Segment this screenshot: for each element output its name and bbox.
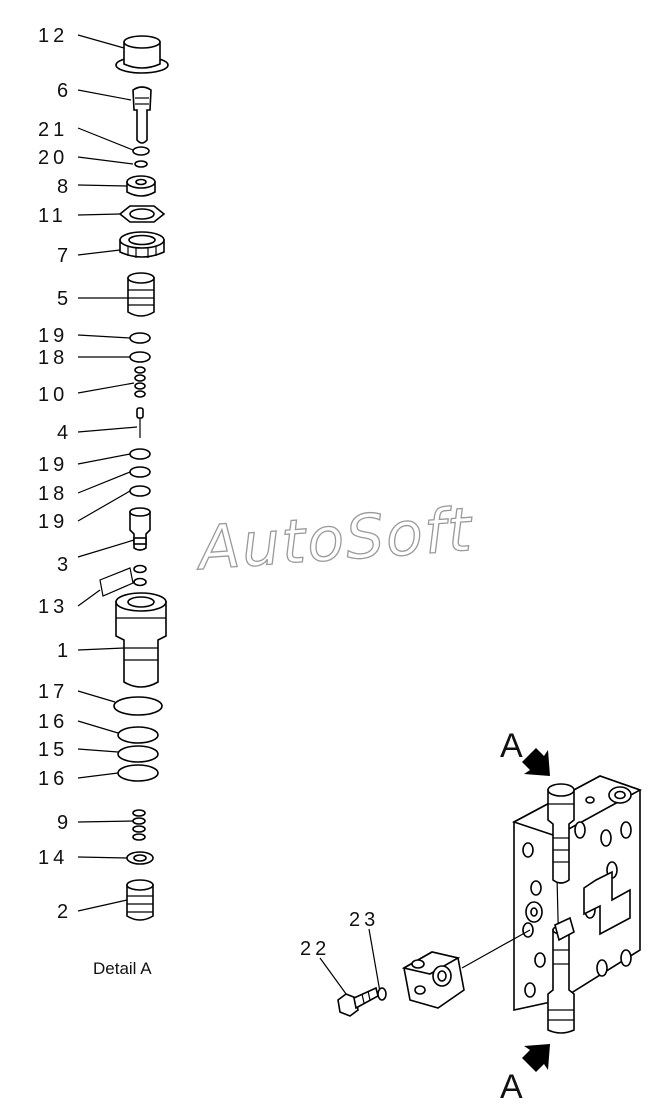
- part-12-cap: [115, 35, 169, 74]
- callout-18: 18: [38, 483, 68, 505]
- callout-7: 7: [57, 245, 72, 267]
- part-2-plug: [126, 879, 154, 921]
- part-3-piston: [129, 507, 151, 551]
- part-7-locknut: [119, 231, 165, 258]
- arrow-a-bottom: A: [500, 1044, 550, 1106]
- part-23-oring: [377, 987, 387, 1001]
- callout-11: 11: [38, 205, 67, 227]
- callout-2: 2: [57, 901, 72, 923]
- part-21-ring: [132, 146, 150, 156]
- watermark: AutoSoft: [192, 495, 475, 584]
- callout-16: 16: [38, 711, 68, 733]
- callout-19: 19: [38, 454, 68, 476]
- callout-16: 16: [38, 768, 68, 790]
- part-13-ring-set: [99, 564, 147, 597]
- part-14-washer: [126, 851, 154, 865]
- part-4-pin: [136, 407, 144, 438]
- callout-9: 9: [57, 812, 72, 834]
- part-19-ring: [129, 485, 151, 497]
- part-16-ring: [117, 764, 159, 782]
- flange-adapter: [401, 951, 465, 1009]
- callout-4: 4: [57, 422, 72, 444]
- leader-lines: [77, 34, 381, 999]
- callout-14: 14: [38, 847, 68, 869]
- part-5-sleeve: [127, 272, 155, 317]
- callout-8: 8: [57, 176, 72, 198]
- part-8-nut: [126, 175, 156, 197]
- callout-10: 10: [38, 384, 68, 406]
- upper-cartridge: [547, 783, 575, 884]
- part-15-ring: [117, 745, 159, 763]
- callout-15: 15: [38, 739, 68, 761]
- part-19-ring: [129, 448, 151, 460]
- detail-caption: Detail A: [93, 959, 152, 978]
- callout-13: 13: [38, 596, 68, 618]
- exploded-stack: [99, 35, 169, 921]
- part-18-ring: [129, 466, 151, 478]
- callout-5: 5: [57, 288, 72, 310]
- part-9-spring: [132, 809, 146, 841]
- part-17-ring: [113, 696, 163, 716]
- arrow-a-top: A: [500, 727, 550, 776]
- part-16-ring: [117, 726, 159, 744]
- callout-19: 19: [38, 325, 68, 347]
- part-19-ring: [129, 332, 151, 344]
- callout-1: 1: [57, 640, 72, 662]
- part-11-plate: [118, 205, 166, 223]
- callout-21: 21: [38, 119, 68, 141]
- part-22-bolt: [337, 986, 379, 1017]
- part-6-spool: [132, 86, 152, 144]
- callout-3: 3: [57, 554, 72, 576]
- callout-12: 12: [38, 25, 68, 47]
- part-10-spring: [134, 366, 146, 398]
- callout-6: 6: [57, 80, 72, 102]
- callout-18: 18: [38, 347, 68, 369]
- callout-20: 20: [38, 147, 68, 169]
- valve-block-assembly: [461, 775, 642, 1034]
- part-20-ring: [134, 160, 148, 168]
- callout-22: 22: [300, 938, 330, 960]
- callout-19: 19: [38, 511, 68, 533]
- callout-labels: 12 6 21 20 8 11 7 5 19 18 10 4 19 18 19 …: [38, 25, 379, 960]
- arrow-label-a-top: A: [500, 727, 523, 765]
- part-18-ring: [129, 351, 151, 363]
- callout-17: 17: [38, 681, 68, 703]
- callout-23: 23: [349, 909, 379, 931]
- arrow-label-a-bottom: A: [500, 1068, 523, 1106]
- part-1-body: [115, 592, 167, 688]
